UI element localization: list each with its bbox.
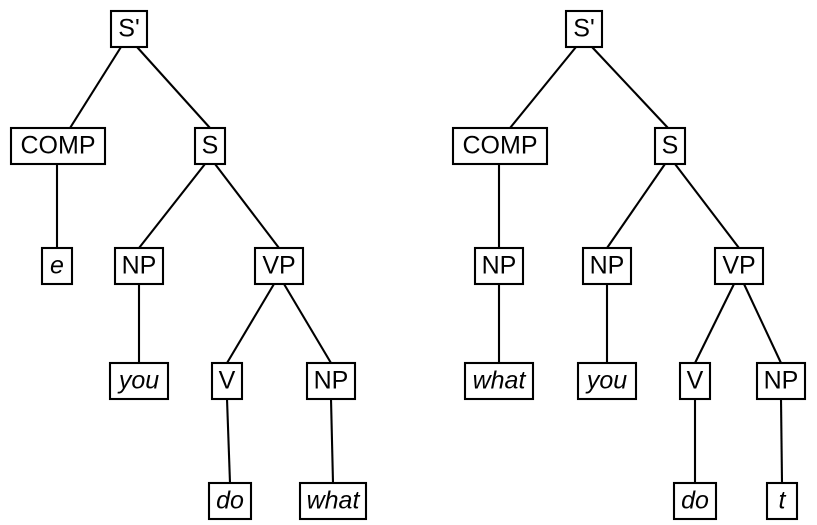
tree-node-l-you: you xyxy=(108,361,170,401)
tree-node-l-comp: COMP xyxy=(9,126,107,166)
node-label-r-np1: NP xyxy=(590,252,625,280)
tree-node-r-t: t xyxy=(765,481,799,521)
tree-node-l-do: do xyxy=(207,481,253,521)
tree-edge-l-vp-to-l-np2 xyxy=(283,283,332,364)
tree-node-l-e: e xyxy=(40,246,74,286)
node-box-r-t xyxy=(765,481,799,521)
node-box-r-comp xyxy=(451,126,549,166)
node-box-l-np2 xyxy=(305,361,357,401)
node-label-r-vp: VP xyxy=(722,252,755,280)
node-label-l-sbar: S' xyxy=(118,15,139,43)
tree-node-l-s: S xyxy=(193,126,227,166)
tree-node-r-s: S xyxy=(653,126,687,166)
node-box-l-do xyxy=(207,481,253,521)
node-box-l-v xyxy=(210,361,244,401)
node-label-r-sbar: S' xyxy=(573,15,594,43)
tree-node-r-np0: NP xyxy=(473,246,525,286)
tree-node-r-you: you xyxy=(576,361,638,401)
node-label-l-comp: COMP xyxy=(21,132,96,160)
node-box-r-np1 xyxy=(581,246,633,286)
node-label-l-e: e xyxy=(50,252,64,280)
node-box-r-what xyxy=(463,361,535,401)
tree-node-r-v: V xyxy=(678,361,712,401)
node-label-r-comp: COMP xyxy=(463,132,538,160)
node-box-r-np0 xyxy=(473,246,525,286)
tree-node-r-comp: COMP xyxy=(451,126,549,166)
tree-edge-r-s-to-r-np1 xyxy=(606,163,666,249)
node-box-l-comp xyxy=(9,126,107,166)
tree-node-r-do: do xyxy=(672,481,718,521)
node-label-r-what: what xyxy=(473,367,527,395)
tree-edge-l-sbar-to-l-comp xyxy=(69,46,122,129)
node-label-l-what: what xyxy=(307,487,361,515)
tree-edge-r-s-to-r-vp xyxy=(674,163,740,249)
node-label-r-np2: NP xyxy=(764,367,799,395)
tree-node-l-np1: NP xyxy=(113,246,165,286)
tree-edge-l-vp-to-l-v xyxy=(226,283,275,364)
node-label-l-do: do xyxy=(216,487,244,515)
tree-edge-l-v-to-l-do xyxy=(225,398,232,484)
node-box-l-s xyxy=(193,126,227,166)
tree-edge-l-s-to-l-np1 xyxy=(138,163,206,249)
node-box-l-np1 xyxy=(113,246,165,286)
node-box-l-you xyxy=(108,361,170,401)
surface-structure-tree-nodes: S' COMP S NP NP VP what you V NP do t xyxy=(451,9,807,521)
node-label-l-vp: VP xyxy=(262,252,295,280)
node-box-r-s xyxy=(653,126,687,166)
node-label-l-np2: NP xyxy=(314,367,349,395)
tree-node-r-sbar: S' xyxy=(564,9,604,49)
node-label-l-v: V xyxy=(219,367,236,395)
tree-edge-r-vp-to-r-v xyxy=(694,283,735,364)
tree-node-r-vp: VP xyxy=(713,246,765,286)
node-label-l-s: S xyxy=(202,132,219,160)
node-box-r-sbar xyxy=(564,9,604,49)
node-box-r-v xyxy=(678,361,712,401)
node-label-r-do: do xyxy=(681,487,709,515)
node-label-r-np0: NP xyxy=(482,252,517,280)
node-box-l-sbar xyxy=(109,9,149,49)
tree-edge-r-sbar-to-r-s xyxy=(591,46,669,129)
node-label-r-s: S xyxy=(662,132,679,160)
tree-node-l-sbar: S' xyxy=(109,9,149,49)
tree-edge-l-sbar-to-l-s xyxy=(136,46,211,129)
tree-edge-l-np2-to-l-what xyxy=(329,398,335,484)
tree-node-l-what: what xyxy=(298,481,368,521)
tree-node-r-what: what xyxy=(463,361,535,401)
node-label-l-you: you xyxy=(117,367,159,395)
edges-layer xyxy=(55,46,784,484)
node-label-r-t: t xyxy=(779,487,787,515)
node-box-l-vp xyxy=(253,246,305,286)
node-box-r-np2 xyxy=(755,361,807,401)
node-label-r-v: V xyxy=(687,367,704,395)
tree-node-l-np2: NP xyxy=(305,361,357,401)
node-box-r-do xyxy=(672,481,718,521)
tree-edge-r-sbar-to-r-comp xyxy=(509,46,577,129)
node-box-l-what xyxy=(298,481,368,521)
tree-node-r-np2: NP xyxy=(755,361,807,401)
node-box-r-you xyxy=(576,361,638,401)
tree-edge-r-np2-to-r-t xyxy=(779,398,784,484)
tree-edge-r-vp-to-r-np2 xyxy=(743,283,782,364)
node-label-l-np1: NP xyxy=(122,252,157,280)
node-box-l-e xyxy=(40,246,74,286)
tree-edge-l-s-to-l-vp xyxy=(214,163,280,249)
tree-node-r-np1: NP xyxy=(581,246,633,286)
deep-structure-tree-edges xyxy=(55,46,335,484)
tree-node-l-vp: VP xyxy=(253,246,305,286)
node-box-r-vp xyxy=(713,246,765,286)
tree-node-l-v: V xyxy=(210,361,244,401)
surface-structure-tree-edges xyxy=(497,46,784,484)
node-label-r-you: you xyxy=(585,367,627,395)
